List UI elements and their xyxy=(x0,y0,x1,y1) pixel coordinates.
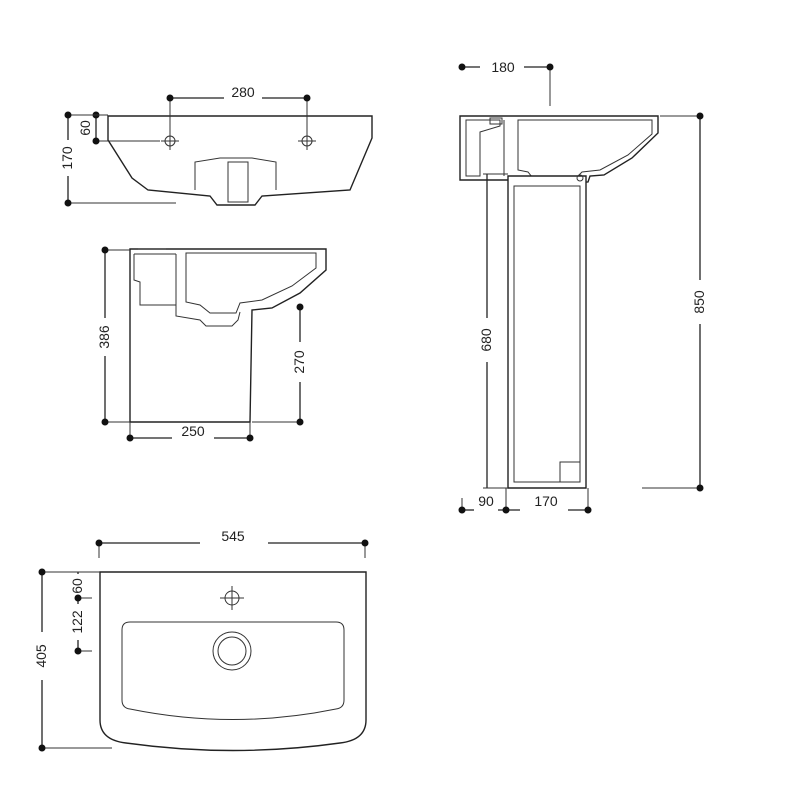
plan-view: 545 405 60 122 xyxy=(33,528,369,752)
side-small-trap xyxy=(175,254,241,327)
side-view-semi-pedestal: 386 270 250 xyxy=(96,246,327,442)
side-small-rear-wall xyxy=(133,253,176,306)
front-basin-outline xyxy=(107,115,373,206)
dimension-plan-depth: 405 xyxy=(33,568,112,752)
front-elevation-view: 280 60 170 xyxy=(59,84,373,207)
side-large-bowl-inner xyxy=(517,119,653,183)
dimension-side-large-pedestal-height: 680 xyxy=(478,173,508,489)
front-trap-column xyxy=(227,161,249,203)
side-large-fixing-hole xyxy=(576,174,584,182)
tap-hole-right-icon xyxy=(298,132,316,150)
dimension-label-side-small-width: 250 xyxy=(181,423,205,439)
side-large-top-rim xyxy=(489,117,503,125)
side-small-basin-outline xyxy=(129,248,327,423)
dimension-side-small-depth: 386 xyxy=(96,246,130,426)
dimension-plan-width: 545 xyxy=(95,528,369,558)
front-trap-outline xyxy=(194,157,277,190)
dimension-side-small-width: 250 xyxy=(126,422,254,442)
dimension-front-height: 170 xyxy=(59,111,176,207)
dimension-label-front-tap-drop: 60 xyxy=(77,120,93,136)
dimension-label-side-large-total-height: 850 xyxy=(691,290,707,314)
dimension-label-plan-width: 545 xyxy=(221,528,245,544)
dimension-label-side-large-pedestal-height: 680 xyxy=(478,328,494,352)
side-large-rear-wall xyxy=(465,119,505,177)
tap-hole-left-icon xyxy=(161,132,179,150)
plan-waste-icon xyxy=(212,631,252,671)
plan-tap-hole-icon xyxy=(220,586,244,610)
side-large-basin-outline xyxy=(459,115,659,187)
dimension-front-width: 280 xyxy=(166,84,311,134)
dimension-label-side-large-base-offset: 90 xyxy=(478,493,494,509)
dimension-side-large-top-offset: 180 xyxy=(458,59,554,106)
plan-basin-outline xyxy=(99,571,367,752)
side-view-full-pedestal: 180 850 680 xyxy=(458,59,707,514)
side-large-base-foot xyxy=(559,461,581,483)
dimension-label-plan-depth: 405 xyxy=(33,644,49,668)
dimension-side-small-pedestal-height: 270 xyxy=(252,303,307,426)
plan-bowl-outline xyxy=(121,621,345,720)
dimension-plan-offsets: 60 122 xyxy=(69,572,92,655)
dimension-label-side-small-pedestal-height: 270 xyxy=(291,350,307,374)
side-large-pedestal-outline xyxy=(507,175,587,489)
dimension-label-side-small-depth: 386 xyxy=(96,325,112,349)
dimension-side-large-base: 90 170 xyxy=(458,488,592,514)
dimension-label-plan-tap-offset: 60 xyxy=(69,578,85,594)
dimension-label-front-height: 170 xyxy=(59,146,75,170)
dimension-label-side-large-base-width: 170 xyxy=(534,493,558,509)
side-small-bowl-inner xyxy=(185,252,317,314)
dimension-label-plan-waste-offset: 122 xyxy=(69,610,85,634)
dimension-label-side-large-top-offset: 180 xyxy=(491,59,515,75)
dimension-label-front-width: 280 xyxy=(231,84,255,100)
dimension-side-large-total-height: 850 xyxy=(642,112,707,492)
